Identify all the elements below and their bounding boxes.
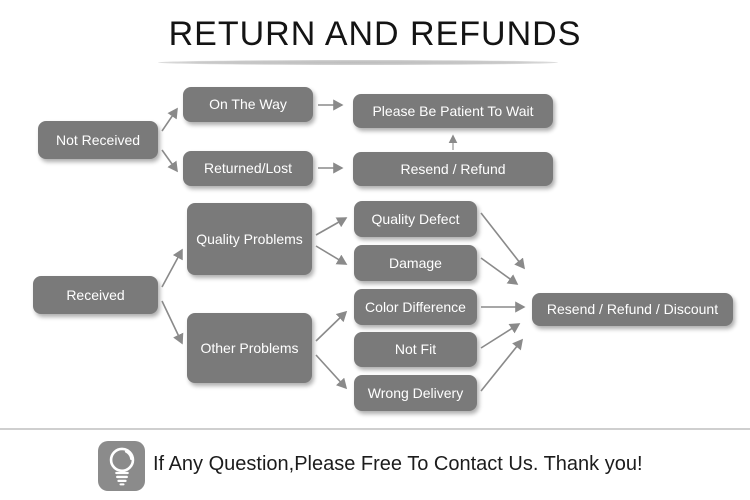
arrow-other-problems-to-wrong-delivery xyxy=(315,354,348,390)
arrow-quality-problems-to-quality-defect xyxy=(315,217,348,236)
node-returned-lost: Returned/Lost xyxy=(183,151,313,186)
node-resend-refund-discount: Resend / Refund / Discount xyxy=(532,293,733,326)
node-color-difference: Color Difference xyxy=(354,289,477,325)
node-not-received: Not Received xyxy=(38,121,158,159)
arrow-not-received-to-on-the-way xyxy=(161,107,178,132)
node-received: Received xyxy=(33,276,158,314)
arrow-received-to-other-problems xyxy=(161,300,184,345)
node-resend-refund: Resend / Refund xyxy=(353,152,553,186)
footer-message: If Any Question,Please Free To Contact U… xyxy=(153,453,643,475)
node-wrong-delivery: Wrong Delivery xyxy=(354,375,477,411)
page-title: RETURN AND REFUNDS xyxy=(168,15,582,53)
node-please-be-patient: Please Be Patient To Wait xyxy=(353,94,553,128)
node-not-fit: Not Fit xyxy=(354,332,477,367)
arrow-damage-to-discount xyxy=(480,257,519,285)
lightbulb-icon xyxy=(98,441,145,491)
node-on-the-way: On The Way xyxy=(183,87,313,122)
node-quality-problems: Quality Problems xyxy=(187,203,312,275)
title-underline xyxy=(158,60,558,65)
node-quality-defect: Quality Defect xyxy=(354,201,477,237)
arrow-other-problems-to-color-difference xyxy=(315,310,348,342)
arrow-quality-problems-to-damage xyxy=(315,245,348,265)
node-other-problems: Other Problems xyxy=(187,313,312,383)
node-damage: Damage xyxy=(354,245,477,281)
arrow-not-received-to-returned-lost xyxy=(161,149,178,173)
lightbulb-glyph xyxy=(109,447,134,486)
arrow-not-fit-to-discount xyxy=(480,323,521,349)
arrow-quality-defect-to-discount xyxy=(480,212,525,270)
arrow-received-to-quality-problems xyxy=(161,248,183,288)
arrow-wrong-delivery-to-discount xyxy=(480,338,524,392)
footer-divider xyxy=(0,428,750,430)
